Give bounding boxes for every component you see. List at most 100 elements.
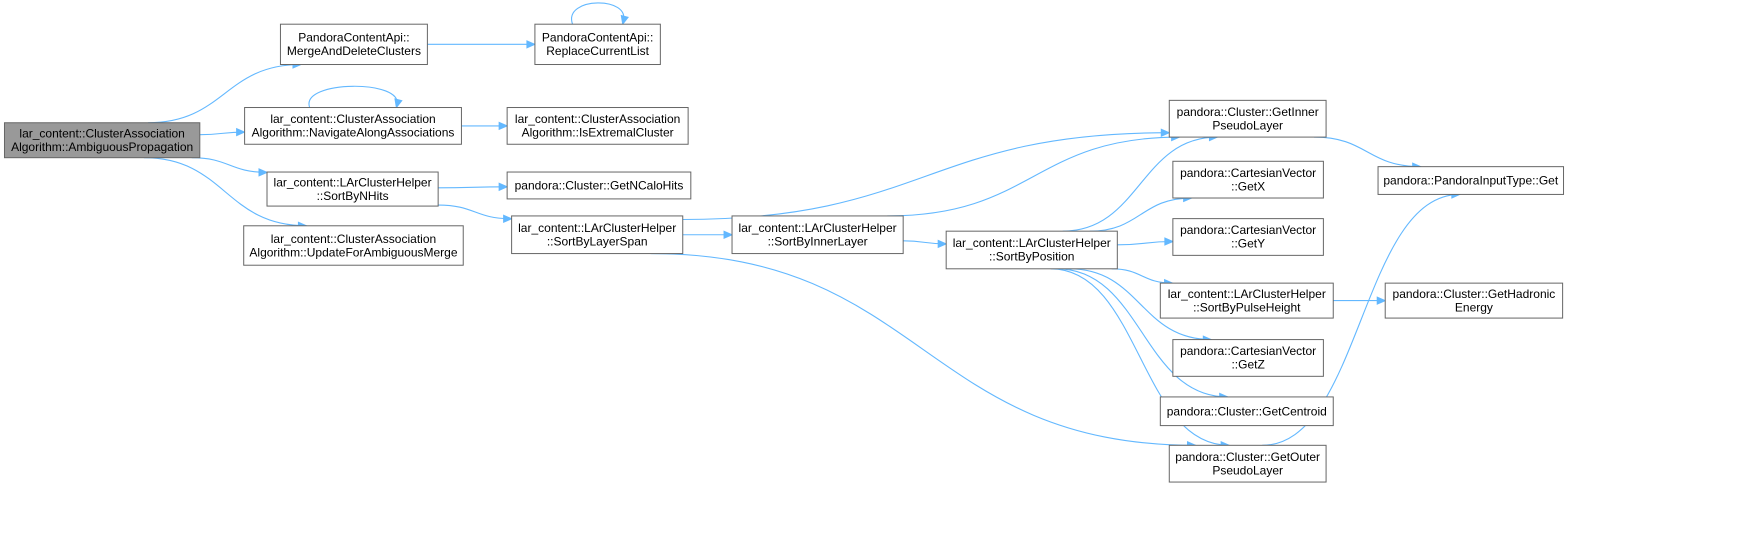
node-label-line: Algorithm::AmbiguousPropagation (11, 140, 193, 154)
node-label-line: pandora::Cluster::GetCentroid (1167, 404, 1327, 418)
node-label-line: lar_content::LArClusterHelper (518, 221, 676, 235)
node-sortByNHits[interactable]: lar_content::LArClusterHelper::SortByNHi… (266, 171, 439, 207)
node-label-line: lar_content::ClusterAssociation (515, 112, 680, 126)
node-box[interactable] (243, 225, 464, 266)
arrow-head (498, 121, 509, 131)
node-updateAmbig[interactable]: lar_content::ClusterAssociationAlgorithm… (243, 225, 464, 266)
node-box[interactable] (1172, 218, 1324, 256)
edge-line (571, 2, 625, 25)
node-label-line: ::SortByLayerSpan (547, 235, 648, 249)
node-navigate[interactable]: lar_content::ClusterAssociationAlgorithm… (244, 107, 462, 145)
edge-sortByNHits-to-getNCaloHits (438, 182, 509, 192)
edge-sortByLayerSpan-to-getOuter (650, 253, 1197, 450)
node-label-line: lar_content::LArClusterHelper (739, 221, 897, 235)
node-label-line: Algorithm::UpdateForAmbiguousMerge (249, 245, 457, 259)
edge-line (308, 85, 398, 108)
arrow-head (937, 239, 948, 249)
node-box[interactable] (1172, 160, 1324, 199)
node-sortByLayerSpan[interactable]: lar_content::LArClusterHelper::SortByLay… (511, 215, 684, 255)
node-sortByPulse[interactable]: lar_content::LArClusterHelper::SortByPul… (1159, 282, 1334, 319)
node-box[interactable] (506, 107, 689, 145)
arrow-head (1164, 237, 1175, 246)
node-box[interactable] (1172, 339, 1324, 377)
node-box[interactable] (731, 215, 904, 255)
node-label-line: Energy (1455, 300, 1493, 314)
node-getCentroid[interactable]: pandora::Cluster::GetCentroid (1159, 396, 1334, 427)
edge-mergeDelete-to-replaceList (427, 40, 537, 49)
edge-sortByNHits-to-sortByLayerSpan (438, 204, 513, 224)
node-box[interactable] (1159, 396, 1334, 427)
node-box[interactable] (3, 122, 201, 159)
node-box[interactable] (534, 23, 661, 66)
edge-line (1069, 268, 1212, 341)
node-label-line: pandora::CartesianVector (1180, 166, 1316, 180)
node-inputGet[interactable]: pandora::PandoraInputType::Get (1377, 166, 1565, 195)
node-label-line: lar_content::ClusterAssociation (19, 126, 184, 140)
node-label-line: ::GetZ (1231, 358, 1264, 372)
node-box[interactable] (1168, 444, 1327, 483)
node-getZ[interactable]: pandora::CartesianVector::GetZ (1172, 339, 1324, 377)
node-label-line: lar_content::LArClusterHelper (274, 175, 432, 189)
edge-line (1089, 197, 1192, 232)
node-replaceList[interactable]: PandoraContentApi::ReplaceCurrentList (534, 23, 661, 66)
node-label-line: PandoraContentApi:: (542, 31, 653, 45)
node-label-line: PseudoLayer (1212, 463, 1283, 477)
node-box[interactable] (1159, 282, 1334, 319)
arrow-head (1160, 128, 1171, 137)
arrow-head (620, 14, 629, 26)
edge-line (682, 132, 1170, 221)
arrow-head (503, 214, 513, 224)
edge-sortByPosition-to-getY (1117, 237, 1175, 246)
node-label-line: pandora::Cluster::GetNCaloHits (515, 178, 684, 192)
node-label-line: ::SortByPosition (989, 250, 1074, 264)
node-label-line: ::SortByInnerLayer (768, 235, 868, 249)
node-root[interactable]: lar_content::ClusterAssociationAlgorithm… (3, 122, 201, 159)
node-label-line: pandora::Cluster::GetInner (1177, 105, 1319, 119)
edge-root-to-sortByNHits (191, 157, 269, 177)
node-box[interactable] (1377, 166, 1565, 195)
node-label-line: lar_content::LArClusterHelper (953, 236, 1111, 250)
node-getX[interactable]: pandora::CartesianVector::GetX (1172, 160, 1324, 199)
edge-line (148, 63, 301, 124)
node-box[interactable] (244, 107, 462, 145)
edge-line (1050, 268, 1230, 446)
edge-navigate-to-isExtremal (461, 121, 509, 131)
node-sortByPosition[interactable]: lar_content::LArClusterHelper::SortByPos… (945, 230, 1118, 270)
node-label-line: lar_content::LArClusterHelper (1168, 287, 1326, 301)
node-label-line: pandora::CartesianVector (1180, 344, 1316, 358)
node-box[interactable] (279, 23, 428, 66)
node-label-line: ::GetX (1231, 179, 1265, 193)
node-mergeDelete[interactable]: PandoraContentApi::MergeAndDeleteCluster… (279, 23, 428, 66)
node-label-line: PseudoLayer (1212, 118, 1283, 132)
node-sortByInnerLayer[interactable]: lar_content::LArClusterHelper::SortByInn… (731, 215, 904, 255)
node-box[interactable] (511, 215, 684, 255)
node-box[interactable] (266, 171, 439, 207)
edge-line (1262, 193, 1460, 446)
node-getNCaloHits[interactable]: pandora::Cluster::GetNCaloHits (506, 171, 692, 200)
edge-line (887, 136, 1180, 217)
node-box[interactable] (945, 230, 1118, 270)
edge-line (1111, 268, 1173, 284)
arrow-head (258, 168, 269, 177)
edge-sortByLayerSpan-to-getInner (682, 128, 1171, 221)
nodes-layer: lar_content::ClusterAssociationAlgorithm… (3, 23, 1565, 483)
node-box[interactable] (506, 171, 692, 200)
edge-line (191, 157, 268, 173)
node-isExtremal[interactable]: lar_content::ClusterAssociationAlgorithm… (506, 107, 689, 145)
node-label-line: ::GetY (1231, 237, 1265, 251)
node-box[interactable] (1384, 282, 1564, 319)
edge-line (650, 253, 1196, 446)
edge-navigate-to-navigate (308, 85, 403, 109)
node-getY[interactable]: pandora::CartesianVector::GetY (1172, 218, 1324, 256)
node-label-line: lar_content::ClusterAssociation (270, 112, 435, 126)
node-box[interactable] (1168, 99, 1327, 138)
edge-replaceList-to-replaceList (571, 2, 629, 26)
edge-line (438, 186, 508, 189)
edge-line (143, 157, 307, 227)
arrow-head (236, 127, 246, 137)
edge-sortByPulse-to-hadronic (1333, 296, 1387, 305)
